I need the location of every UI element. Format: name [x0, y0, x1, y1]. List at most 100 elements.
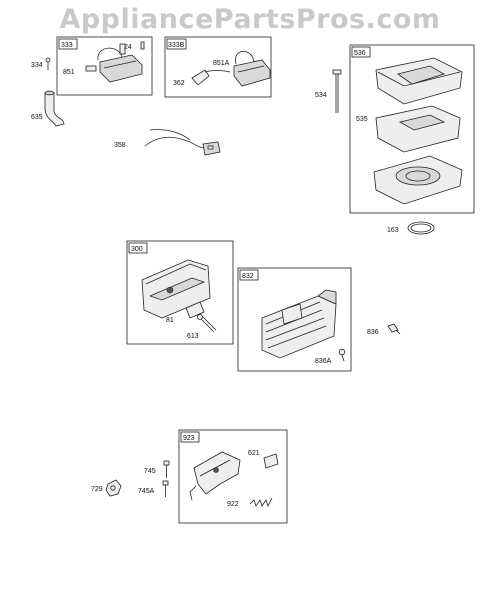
part-922-label: 922 — [227, 501, 239, 508]
bolt-745-head — [163, 460, 170, 466]
part-851a-label: 851A — [213, 60, 230, 67]
connector-ridge-b — [237, 65, 265, 73]
part-362-label: 362 — [173, 80, 185, 87]
base-inlet — [395, 166, 441, 186]
kit-333-box — [56, 36, 153, 96]
kit-333b-box — [164, 36, 272, 98]
part-163-group[interactable]: 163 — [387, 221, 435, 235]
kit-832-box — [237, 267, 352, 372]
kit-536-label: 536 — [354, 50, 366, 57]
guard-slat-4 — [267, 325, 327, 349]
guard-slat-3 — [265, 317, 325, 341]
governor-lever — [193, 451, 241, 495]
harness-connector-block-b — [233, 59, 271, 87]
bolt-745a-head — [162, 480, 169, 486]
part-635-label: 635 — [31, 114, 43, 121]
screw-613-head — [197, 314, 203, 320]
part-745a-group[interactable]: 745A — [138, 480, 169, 497]
cable-358-wire-b — [149, 129, 191, 141]
muffler-edge — [145, 263, 207, 285]
connector-ridge — [103, 60, 137, 69]
guard-tab — [317, 289, 337, 305]
cover-top-panel — [397, 65, 445, 85]
part-836-group[interactable]: 836 — [367, 323, 401, 336]
part-745-label: 745 — [144, 468, 156, 475]
harness-wire — [97, 47, 123, 61]
screw-836-tip — [395, 329, 401, 335]
part-81-label: 81 — [166, 317, 174, 324]
kit-300-box — [126, 240, 234, 345]
base-inlet-ring — [405, 170, 431, 182]
stud-534-head — [332, 69, 342, 75]
kit-300-label: 300 — [131, 246, 143, 253]
part-836-label: 836 — [367, 329, 379, 336]
kit-832-tag — [239, 269, 259, 281]
connector-851 — [85, 65, 97, 72]
part-534-group[interactable]: 534 — [315, 69, 342, 113]
filter-center — [398, 114, 446, 131]
screw-613-shaft-b — [201, 315, 217, 331]
part-635-group[interactable]: 635 — [31, 90, 65, 127]
kit-923-label: 923 — [183, 435, 195, 442]
harness-connector-block — [99, 54, 143, 83]
kit-333b-tag — [166, 38, 187, 50]
connector-362 — [191, 69, 210, 86]
part-163-label: 163 — [387, 227, 399, 234]
nut-729-hole — [110, 485, 116, 491]
kit-300-group[interactable]: 300 81 613 — [126, 240, 234, 345]
muffler-flange — [148, 277, 206, 301]
muffler-port — [166, 286, 174, 294]
kit-536-tag — [351, 46, 371, 58]
gasket-163-inner — [410, 223, 432, 233]
spring-922 — [249, 497, 273, 508]
elbow-opening — [44, 90, 55, 96]
kit-333b-label: 333B — [168, 42, 185, 49]
part-535-label: 535 — [356, 116, 368, 123]
kit-333b-group[interactable]: 333B 851A 362 — [164, 36, 272, 98]
part-358-label: 358 — [114, 142, 126, 149]
terminal — [140, 41, 145, 50]
part-613-label: 613 — [187, 333, 199, 340]
part-334-label: 334 — [31, 62, 43, 69]
gasket-81 — [185, 301, 205, 319]
watermark-logo: AppliancePartsPros.com — [59, 4, 441, 35]
part-729-group[interactable]: 729 — [91, 479, 122, 497]
part-621-label: 621 — [248, 450, 260, 457]
kit-536-group[interactable]: 536 535 — [349, 44, 475, 214]
lever-tail — [189, 485, 197, 501]
kit-832-label: 832 — [242, 273, 254, 280]
kit-300-tag — [128, 242, 148, 254]
kit-923-tag — [180, 431, 200, 443]
screw-836a-shaft — [341, 354, 345, 362]
harness-wire-b — [235, 50, 255, 65]
part-534-label: 534 — [315, 92, 327, 99]
part-24-label: 24 — [124, 44, 132, 51]
cable-358-wire — [144, 136, 206, 149]
nut-729 — [105, 479, 122, 497]
part-358-group[interactable]: 358 — [114, 129, 221, 156]
part-836a-label: 836A — [315, 358, 332, 365]
part-334-group[interactable]: 334 — [31, 57, 51, 70]
part-745a-label: 745A — [138, 488, 155, 495]
kit-536-box — [349, 44, 475, 214]
clip-621 — [263, 453, 279, 469]
kit-333-group[interactable]: 333 24 851 — [56, 36, 153, 96]
cover-edge — [377, 71, 461, 87]
kit-923-group[interactable]: 923 621 922 — [178, 429, 288, 524]
screw-836 — [387, 323, 399, 333]
gasket-163-outer — [407, 221, 435, 235]
elbow-fitting — [44, 92, 65, 127]
screw-613-shaft — [199, 317, 215, 333]
part-729-label: 729 — [91, 486, 103, 493]
wire-clip — [119, 43, 126, 55]
screw-836a-head — [338, 348, 346, 356]
part-745-group[interactable]: 745 — [144, 460, 170, 478]
part-851-label: 851 — [63, 69, 75, 76]
screw-334-head — [45, 57, 51, 63]
guard-window — [281, 303, 303, 325]
kit-832-group[interactable]: 832 836A — [237, 267, 352, 372]
kit-333-label: 333 — [61, 42, 73, 49]
lead-wire-362 — [204, 70, 231, 73]
lever-pivot — [213, 467, 219, 473]
